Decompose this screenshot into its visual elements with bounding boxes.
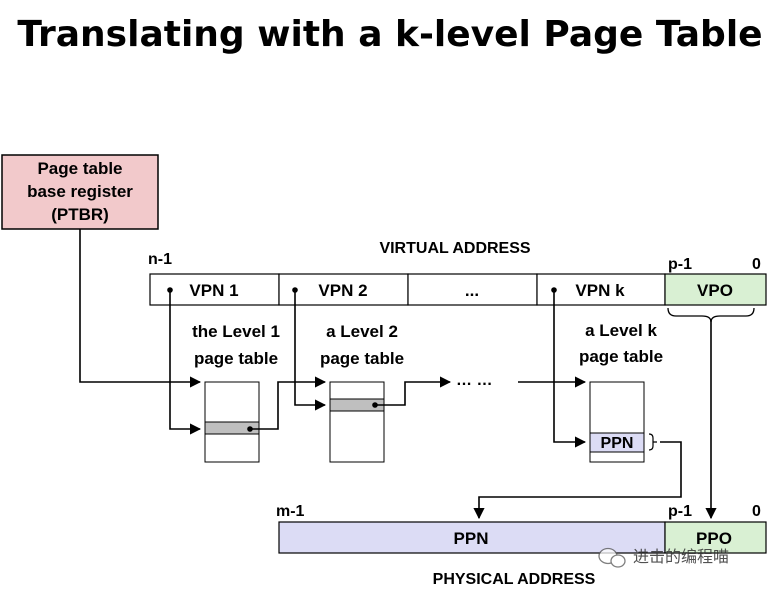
pa-high-bit: m-1	[276, 503, 305, 520]
page-title: Translating with a k-level Page Table	[17, 14, 762, 55]
pa-field-ppn-label: PPN	[454, 529, 489, 548]
pa-offset-low-bit: 0	[752, 503, 761, 520]
physical-address-label: PHYSICAL ADDRESS	[433, 571, 596, 588]
pa-field-ppo	[664, 521, 767, 554]
va-field-vpo-label: VPO	[697, 281, 733, 300]
levelk-table-ppn-entry	[589, 432, 645, 453]
level1-entry-dot	[247, 426, 253, 432]
vpn2-index-arrow	[294, 290, 327, 411]
ptbr-label-line1: Page table	[37, 159, 122, 178]
ptbr-label-line3: (PTBR)	[51, 205, 109, 224]
vpnk-index-arrow	[553, 290, 587, 448]
va-field-vpn2	[278, 273, 409, 306]
level2-table-label-line1: a Level 2	[326, 322, 398, 341]
va-high-bit: n-1	[148, 251, 172, 268]
vpn2-index-dot	[292, 287, 298, 293]
va-field-vpn1-label: VPN 1	[189, 281, 238, 300]
va-field-vpnk	[536, 273, 666, 306]
vpn1-index-arrow	[169, 290, 202, 435]
watermark-text: 进击的编程喵	[633, 547, 729, 566]
level1-table-label-line2: page table	[194, 349, 278, 368]
va-field-vpn2-label: VPN 2	[318, 281, 367, 300]
virtual-address-label: VIRTUAL ADDRESS	[379, 240, 530, 257]
ptbr-to-level1-arrow	[79, 229, 202, 388]
ptbr-label-line2: base register	[27, 182, 133, 201]
ppn-brace	[648, 433, 657, 451]
ptbr-box	[1, 154, 159, 230]
levelk-table-label-line2: page table	[579, 347, 663, 366]
ppn-copy-arrow	[473, 441, 682, 520]
va-field-vpo	[664, 273, 767, 306]
vpo-brace	[667, 307, 755, 323]
pa-field-ppo-label: PPO	[696, 529, 732, 548]
va-field-vpnk-label: VPN k	[575, 281, 625, 300]
va-offset-high-bit: p-1	[668, 256, 692, 273]
level1-table-label-line1: the Level 1	[192, 322, 280, 341]
level1-to-level2-arrow	[250, 376, 327, 430]
vpn1-index-dot	[167, 287, 173, 293]
va-field-ellipsis-label: ...	[465, 281, 479, 300]
pa-offset-high-bit: p-1	[668, 503, 692, 520]
levelk-table-label-line1: a Level k	[585, 321, 657, 340]
level2-table-label-line2: page table	[320, 349, 404, 368]
wechat-icon	[598, 547, 626, 568]
levelk-ppn-label: PPN	[601, 435, 634, 452]
level2-page-table	[329, 381, 385, 463]
levels-ellipsis: … …	[456, 372, 492, 389]
level2-entry-dot	[372, 402, 378, 408]
vpnk-index-dot	[551, 287, 557, 293]
va-offset-low-bit: 0	[752, 256, 761, 273]
level2-onward-arrow	[375, 376, 452, 406]
level1-table-entry	[204, 421, 260, 435]
